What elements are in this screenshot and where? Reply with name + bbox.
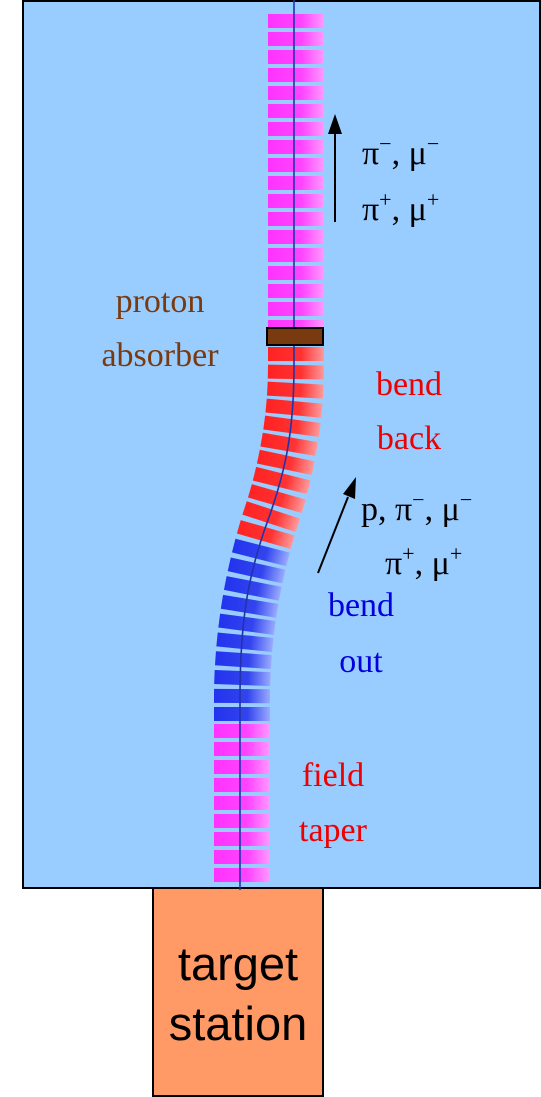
field-taper-label-line1: field [302, 757, 364, 794]
coil-disc [268, 266, 324, 280]
bend-back-label-line1: bend [376, 366, 442, 403]
coil-disc [268, 32, 324, 46]
coil-disc [214, 850, 270, 864]
upper-direction-arrow [328, 114, 342, 222]
coil-disc [214, 832, 270, 846]
coil-disc [214, 796, 270, 810]
proton-absorber [266, 327, 324, 346]
coil-disc [268, 212, 324, 226]
coil-disc [218, 613, 276, 635]
coil-disc [268, 158, 324, 172]
coil-disc [223, 576, 282, 601]
coil-disc [268, 122, 324, 136]
coil-disc [268, 194, 324, 208]
bend-back-label-line2: back [377, 420, 441, 457]
bend-out-label-line2: out [339, 643, 383, 680]
coil-disc [214, 651, 272, 670]
coil-disc [236, 520, 295, 550]
coil-disc [268, 50, 324, 64]
coil-disc [213, 688, 271, 704]
coil-disc [252, 466, 311, 495]
coil-disc [214, 707, 270, 721]
coil-disc [214, 814, 270, 828]
lower-direction-arrow [317, 477, 356, 574]
coil-disc [268, 248, 324, 262]
lower-particles-line2: π+, μ+ [385, 541, 462, 582]
coil-disc [220, 594, 279, 618]
coil-disc [214, 670, 271, 687]
lower-particles-line1: p, π−, μ− [361, 487, 472, 528]
coil-disc [266, 381, 324, 399]
field-taper-label-line2: taper [299, 812, 368, 849]
coil-disc [268, 68, 324, 82]
coil-disc [268, 284, 324, 298]
bend-out-label-line1: bend [328, 587, 394, 624]
target-station-box [152, 887, 324, 1097]
coil-disc [214, 868, 270, 882]
coil-disc [267, 364, 325, 380]
coil-disc [268, 176, 324, 190]
coil-disc [268, 104, 324, 118]
coil-disc [214, 760, 270, 774]
proton-absorber-label-line2: absorber [101, 337, 219, 374]
coil-disc [268, 86, 324, 100]
coil-disc [216, 632, 274, 652]
target-station-label-line2: station [169, 997, 307, 1050]
coil-disc [263, 415, 321, 437]
coil-disc [256, 449, 315, 476]
upper-particles-line2: π+, μ+ [362, 187, 439, 228]
coil-disc [214, 724, 270, 738]
coil-disc [268, 302, 324, 316]
proton-absorber-label-line1: proton [116, 283, 205, 320]
solenoid-coils [213, 14, 325, 882]
target-station-label-line1: target [178, 937, 298, 990]
coil-disc [214, 778, 270, 792]
coil-disc [247, 484, 306, 514]
upper-particles-line1: π−, μ− [362, 131, 439, 172]
coil-disc [265, 398, 323, 418]
coil-disc [227, 557, 286, 584]
beam-center-line [239, 0, 295, 890]
coil-disc [231, 538, 290, 567]
coil-disc [268, 230, 324, 244]
coil-disc [268, 140, 324, 154]
coil-disc [268, 347, 324, 361]
coil-disc [214, 742, 270, 756]
coil-disc [242, 501, 300, 532]
coil-disc [268, 14, 324, 28]
